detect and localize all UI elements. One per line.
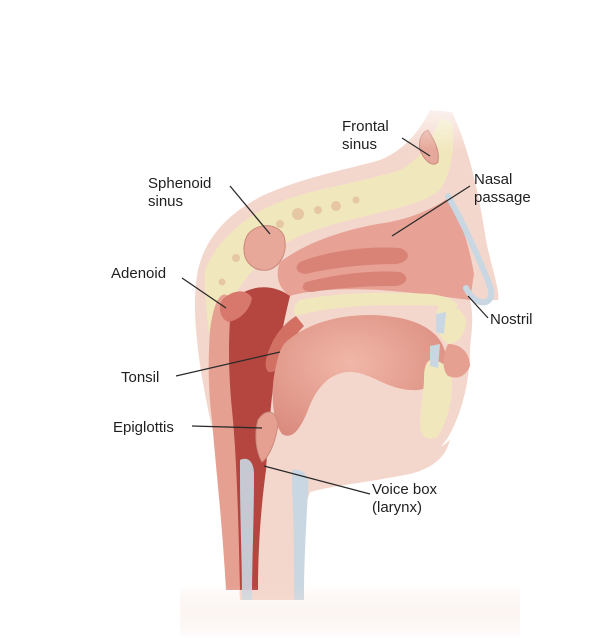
nostril-label: Nostril [490, 311, 533, 328]
nasal-passage-label: Nasal passage [474, 171, 531, 206]
neck-front [310, 420, 450, 492]
frontal-sinus-leader [401, 137, 431, 157]
tongue [272, 315, 446, 436]
epiglottis-flap [255, 411, 279, 463]
epiglottis-label: Epiglottis [113, 419, 174, 436]
lower-jaw [420, 360, 452, 439]
nasal-passage-leader [391, 185, 471, 237]
voice-box-label: Voice box (larynx) [372, 481, 441, 516]
sphenoid-sinus-label: Sphenoid sinus [148, 175, 216, 210]
adenoid-tissue [220, 291, 252, 322]
adenoid-leader [181, 277, 227, 309]
throat-wall [208, 294, 240, 590]
sphenoid-sinus-cavity [243, 225, 286, 271]
teeth [430, 312, 446, 368]
skull-bone [204, 118, 454, 360]
tonsil-leader [175, 351, 281, 377]
lower-lip [443, 344, 470, 378]
epiglottis-leader [191, 425, 263, 429]
nostril-leader [467, 295, 489, 319]
turbinates [296, 247, 408, 292]
labels: Frontal sinus Sphenoid sinus Nasal passa… [111, 118, 533, 516]
nose [445, 193, 495, 306]
tonsil-label: Tonsil [121, 369, 159, 386]
sphenoid-sinus-leader [229, 185, 271, 235]
leader-lines [175, 137, 489, 495]
frontal-sinus-label: Frontal sinus [342, 118, 393, 153]
hard-palate [293, 292, 458, 316]
adenoid-label: Adenoid [111, 265, 166, 282]
voice-box-leader [263, 465, 371, 495]
